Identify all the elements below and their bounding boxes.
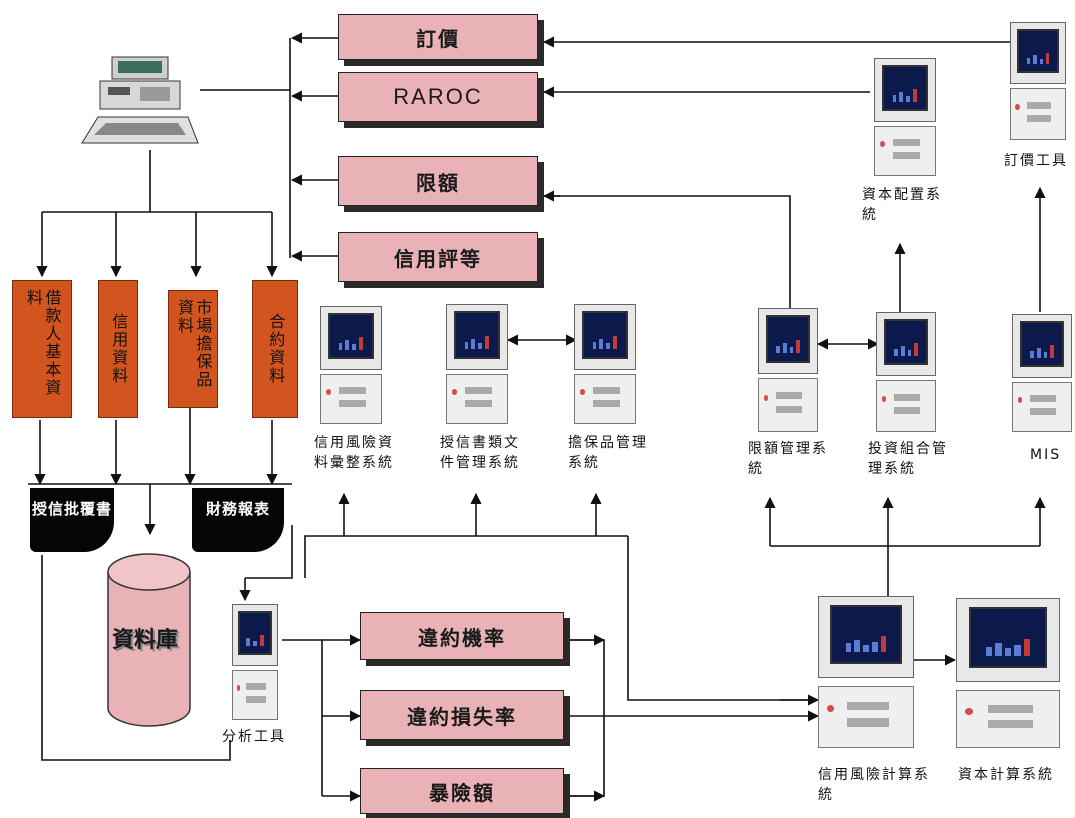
- mis-computer: [1012, 314, 1072, 432]
- capital-calc-system-label: 資本計算系統: [958, 767, 1054, 783]
- contract-data-label: 合約資料: [266, 313, 286, 385]
- line-components-merge: [568, 639, 605, 797]
- financial-statements-document: 財務報表: [192, 488, 284, 552]
- credit-approval-document: 授信批覆書: [30, 488, 114, 552]
- exposure-box: 暴險額: [360, 768, 564, 814]
- market-collateral-data-box: 市場擔保品資料: [168, 290, 218, 408]
- credit-approval-label: 授信批覆書: [31, 500, 112, 518]
- portfolio-mgmt-computer: [876, 312, 936, 432]
- credit-risk-calc-computer: [818, 596, 914, 750]
- pricing-tool-computer: [1010, 22, 1066, 140]
- workstation-icon: [81, 56, 199, 144]
- line-top-horizontal: [304, 535, 628, 578]
- analysis-tool-label: 分析工具: [222, 729, 286, 745]
- line-to-credit-risk-calc: [627, 536, 810, 701]
- default-probability-box: 違約機率: [360, 612, 564, 660]
- credit-document-computer: [446, 304, 508, 424]
- default-probability-label: 違約機率: [418, 625, 506, 650]
- capital-allocation-system-label: 資本配置系統: [862, 187, 942, 223]
- credit-risk-calc-system-label: 信用風險計算系統: [818, 767, 930, 803]
- loan-customer-data-box: 借款人基本資料: [12, 280, 72, 418]
- raroc-label: RAROC: [393, 84, 483, 109]
- line-docs-to-analysis: [245, 525, 293, 579]
- line-db-loop: [41, 555, 231, 761]
- contract-data-box: 合約資料: [252, 280, 298, 418]
- credit-data-box: 信用資料: [98, 280, 138, 418]
- market-collateral-data-label: 市場擔保品資料: [175, 299, 213, 389]
- credit-risk-data-computer: [320, 306, 382, 424]
- mis-label: MIS: [1030, 447, 1062, 463]
- portfolio-mgmt-system-label: 投資組合管理系統: [868, 441, 948, 477]
- capital-calc-computer: [956, 598, 1060, 750]
- financial-statements-label: 財務報表: [205, 500, 270, 518]
- database-cylinder: [107, 553, 191, 727]
- line-analysis-to-components: [282, 639, 323, 796]
- credit-rating-label: 信用評等: [394, 246, 482, 271]
- collateral-computer: [574, 304, 636, 424]
- credit-document-system-label: 授信書類文件管理系統: [440, 435, 520, 471]
- capital-allocation-computer: [874, 58, 936, 176]
- line-limit-mgmt-up: [544, 195, 791, 312]
- credit-data-label: 信用資料: [109, 313, 129, 385]
- loss-given-default-label: 違約損失率: [407, 704, 517, 729]
- credit-rating-box: 信用評等: [338, 232, 538, 282]
- database-label: 資料庫: [112, 628, 179, 653]
- limits-box: 限額: [338, 156, 538, 206]
- loan-customer-data-label: 借款人基本資料: [24, 289, 62, 397]
- loss-given-default-box: 違約損失率: [360, 690, 564, 740]
- collateral-system-label: 擔保品管理系統: [568, 435, 648, 471]
- limit-mgmt-system-label: 限額管理系統: [748, 441, 828, 477]
- pricing-tool-label: 訂價工具: [1004, 153, 1068, 169]
- limit-mgmt-computer: [758, 308, 818, 432]
- pricing-box: 訂價: [338, 14, 538, 60]
- limits-label: 限額: [416, 170, 460, 195]
- raroc-box: RAROC: [338, 72, 538, 122]
- pricing-label: 訂價: [416, 26, 460, 51]
- analysis-tool-computer: [232, 604, 278, 720]
- credit-risk-data-system-label: 信用風險資料彙整系統: [314, 435, 394, 471]
- exposure-label: 暴險額: [429, 780, 495, 805]
